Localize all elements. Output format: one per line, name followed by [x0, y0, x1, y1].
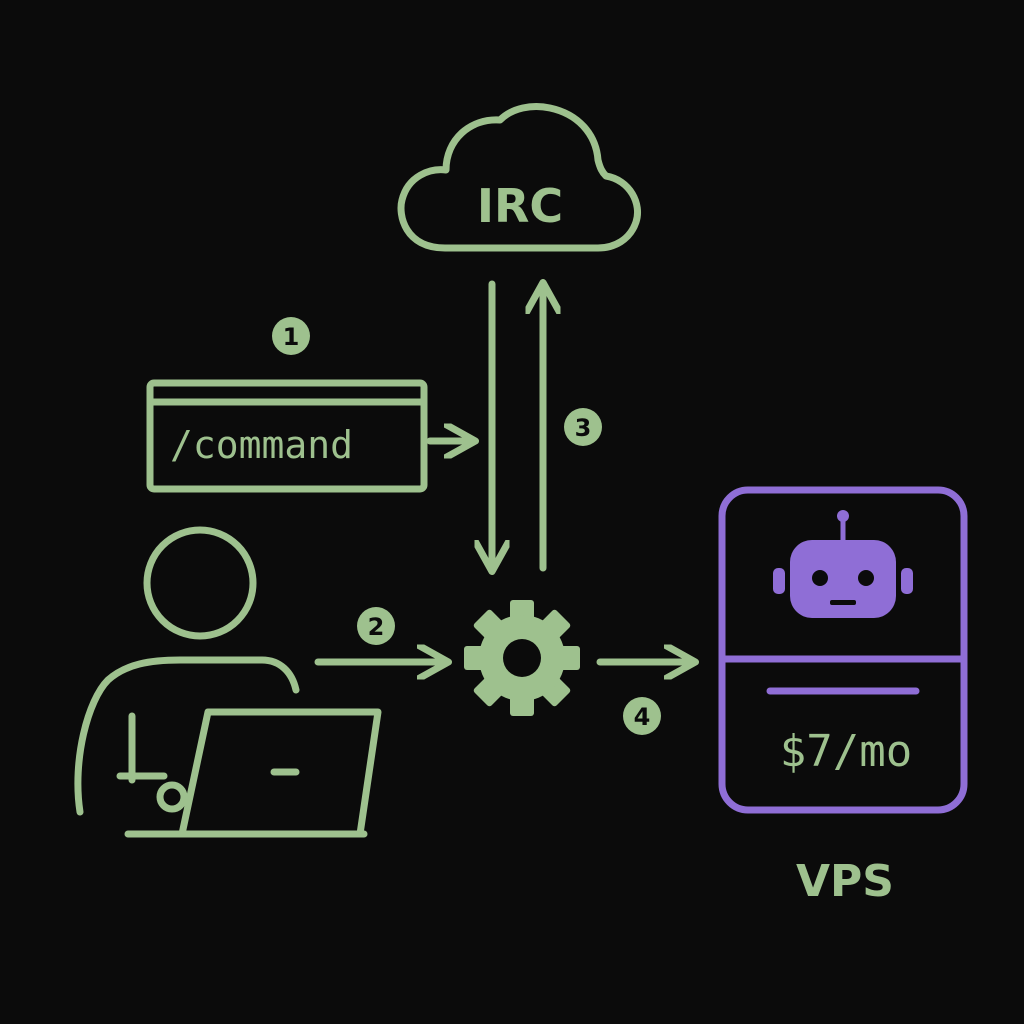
step-badge-4: 4 — [623, 697, 661, 735]
step-badge-3: 3 — [564, 408, 602, 446]
vps-card: $7/mo — [718, 486, 968, 814]
step-1-label: 1 — [283, 323, 300, 351]
person-with-laptop-icon — [74, 526, 382, 838]
irc-cloud: IRC — [397, 103, 641, 252]
command-box: /command — [146, 379, 428, 493]
irc-gear-arrows — [492, 284, 543, 568]
step-4-label: 4 — [634, 703, 651, 731]
gear-icon — [464, 600, 580, 716]
step-3-label: 3 — [575, 414, 592, 442]
step-badge-1: 1 — [272, 317, 310, 355]
step-badge-2: 2 — [357, 607, 395, 645]
command-text: /command — [170, 423, 353, 467]
vps-caption: VPS — [796, 856, 894, 907]
vps-price: $7/mo — [780, 726, 912, 777]
cloud-icon — [397, 103, 641, 252]
robot-icon — [773, 510, 913, 618]
irc-label: IRC — [477, 179, 563, 233]
step-2-label: 2 — [368, 613, 385, 641]
